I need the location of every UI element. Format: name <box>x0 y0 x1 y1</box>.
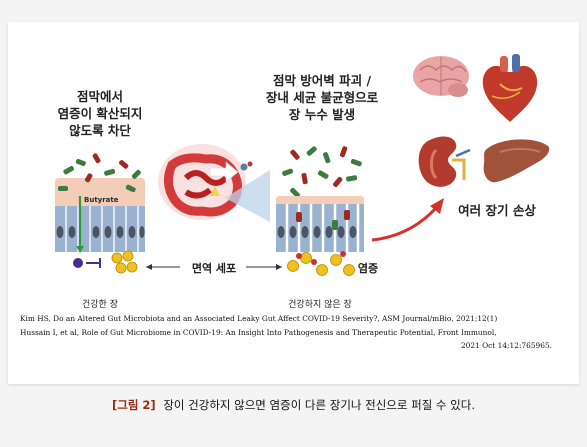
unhealthy-gut-label: 건강하지 않은 장 <box>288 300 352 310</box>
heading-unhealthy: 점막 방어벽 파괴 / 장내 세균 불균형으로 장 누수 발생 <box>265 73 379 122</box>
caption-text: 장이 건강하지 않으면 염증이 다른 장기나 전신으로 퍼질 수 있다. <box>163 398 475 412</box>
immune-cells-double-arrow <box>146 264 282 270</box>
inflammation-spot <box>210 186 220 196</box>
kidney-icon <box>418 136 471 187</box>
reference-line-1: Kim HS, Do an Altered Gut Microbiota and… <box>20 314 498 323</box>
healthy-bacteria <box>58 153 141 193</box>
immune-cell-purple <box>73 258 83 268</box>
spread-arrow <box>371 206 438 242</box>
reference-line-3: 2021 Oct 14;12:765965. <box>460 341 552 350</box>
caption-tag: [그림 2] <box>112 398 156 412</box>
references: Kim HS, Do an Altered Gut Microbiota and… <box>20 312 552 353</box>
inflammation-label: 염증 <box>357 262 379 275</box>
healthy-gut-illustration <box>55 153 145 274</box>
healthy-gut-label: 건강한 장 <box>82 300 118 310</box>
liver-icon <box>483 139 550 183</box>
magnifier-cone <box>225 170 270 222</box>
heading-healthy: 점막에서 염증이 확산되지 않도록 차단 <box>57 89 143 138</box>
reference-line-2: Hussain I, et al, Role of Gut Microbiome… <box>20 327 497 337</box>
brain-icon <box>413 56 469 97</box>
unhealthy-epithelium <box>276 204 364 252</box>
organ-damage-label: 여러 장기 손상 <box>458 203 536 218</box>
butyrate-label: Butyrate <box>84 196 119 204</box>
immune-cells-label: 면역 세포 <box>191 262 237 275</box>
unhealthy-immune-cells <box>287 251 355 276</box>
unhealthy-gut-illustration <box>276 146 364 276</box>
figure-caption: [그림 2] 장이 건강하지 않으면 염증이 다른 장기나 전신으로 퍼질 수 … <box>0 397 587 413</box>
healthy-epithelium <box>55 206 145 252</box>
intestine-illustration <box>158 144 270 222</box>
healthy-immune-cells <box>111 250 138 274</box>
healthy-mucus-layer <box>55 178 145 208</box>
unhealthy-bacteria <box>282 146 362 198</box>
heart-icon <box>482 54 538 122</box>
